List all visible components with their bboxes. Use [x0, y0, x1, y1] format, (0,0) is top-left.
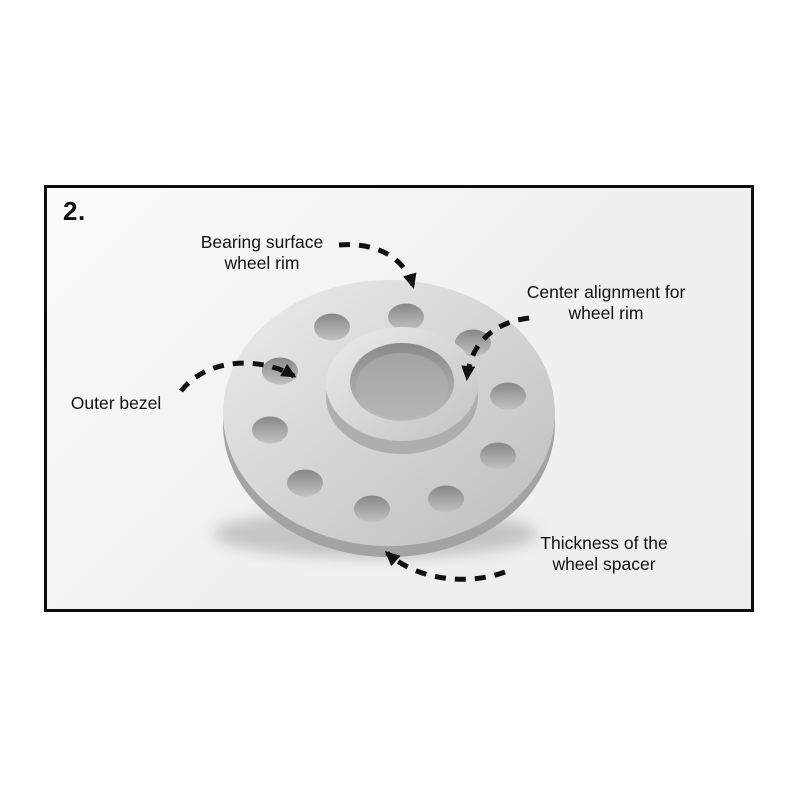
label-center-alignment: Center alignment for wheel rim — [526, 282, 686, 323]
arrow-center-alignment — [461, 315, 530, 381]
label-thickness: Thickness of the wheel spacer — [540, 533, 668, 574]
bolt-hole — [287, 469, 323, 497]
annotation-arrows — [179, 242, 530, 582]
bolt-hole — [455, 329, 491, 357]
bolt-holes — [252, 303, 526, 523]
bolt-hole — [388, 303, 424, 331]
label-outer-bezel: Outer bezel — [70, 393, 162, 413]
bolt-hole — [252, 416, 288, 444]
diagram-frame: 2. — [44, 185, 754, 612]
bolt-hole — [428, 485, 464, 513]
step-number: 2. — [63, 196, 86, 226]
bolt-hole — [314, 313, 350, 341]
bolt-hole — [490, 382, 526, 410]
arrow-bearing-surface — [338, 242, 417, 289]
arrow-outer-bezel — [179, 360, 297, 393]
arrow-thickness — [384, 550, 506, 582]
label-bearing-surface: Bearing surface wheel rim — [200, 232, 324, 273]
bolt-hole — [480, 442, 516, 470]
wheel-spacer-illustration — [179, 242, 555, 582]
bolt-hole — [354, 495, 390, 523]
center-hub — [326, 327, 478, 454]
